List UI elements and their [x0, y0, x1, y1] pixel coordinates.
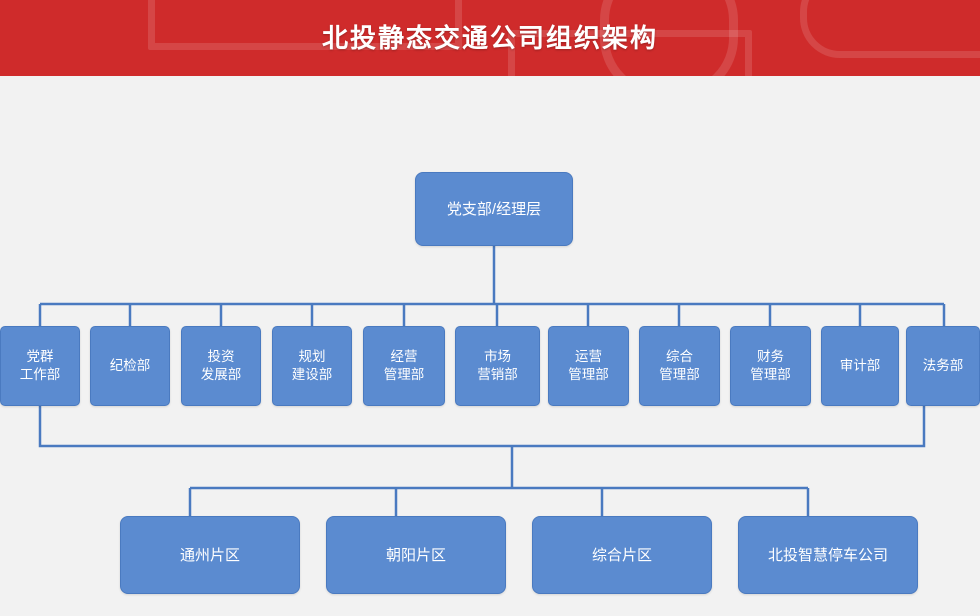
node-department-operation[interactable]: 运营 管理部	[548, 326, 629, 406]
header-banner: 北投静态交通公司组织架构	[0, 0, 980, 76]
node-department-finance[interactable]: 财务 管理部	[730, 326, 811, 406]
node-region-tongzhou[interactable]: 通州片区	[120, 516, 300, 594]
banner-decoration-rect-2	[508, 30, 752, 76]
node-region-comprehensive[interactable]: 综合片区	[532, 516, 712, 594]
banner-decoration-rect-1	[148, 0, 462, 50]
node-region-chaoyang[interactable]: 朝阳片区	[326, 516, 506, 594]
banner-decoration-pill	[800, 0, 980, 58]
node-department-investment[interactable]: 投资 发展部	[181, 326, 261, 406]
node-root[interactable]: 党支部/经理层	[415, 172, 573, 246]
page-title: 北投静态交通公司组织架构	[321, 23, 658, 53]
connector-lines	[38, 246, 946, 516]
org-chart-canvas: 党支部/经理层 党群 工作部 纪检部 投资 发展部 规划 建设部 经营 管理部 …	[0, 76, 980, 616]
node-department-legal[interactable]: 法务部	[906, 326, 980, 406]
node-department-marketing[interactable]: 市场 营销部	[455, 326, 540, 406]
node-region-smart-parking-company[interactable]: 北投智慧停车公司	[738, 516, 918, 594]
banner-decoration-circle	[600, 0, 738, 76]
node-department-audit[interactable]: 审计部	[821, 326, 899, 406]
node-department-planning[interactable]: 规划 建设部	[272, 326, 352, 406]
node-department-operations-mgmt[interactable]: 经营 管理部	[363, 326, 445, 406]
node-department-discipline[interactable]: 纪检部	[90, 326, 170, 406]
node-department-general-affairs[interactable]: 综合 管理部	[639, 326, 720, 406]
node-department-party-affairs[interactable]: 党群 工作部	[0, 326, 80, 406]
